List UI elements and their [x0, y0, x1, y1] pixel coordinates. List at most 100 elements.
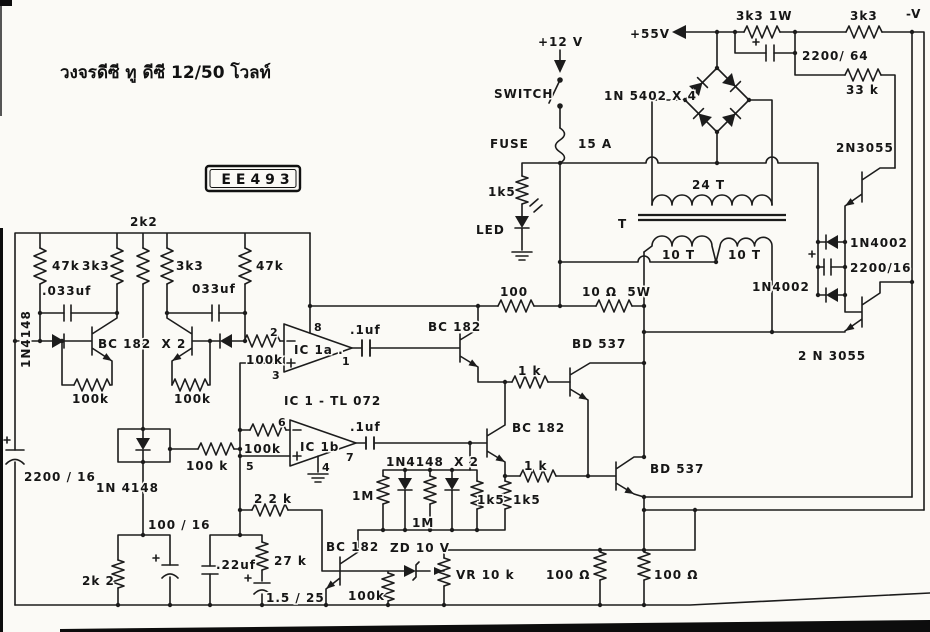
label-r-100ohm-a: 100 Ω	[546, 568, 590, 582]
scan-corner-mark	[0, 0, 12, 6]
label-d-1n4148-x2: 1N4148 X 2	[386, 455, 479, 469]
label-r-1k5-b: 1k5	[513, 493, 541, 507]
page-title: วงจรดีซี ทู ดีซี 12/50 โวลท์	[60, 62, 271, 84]
label-c-1-5-25: 1.5 / 25	[266, 591, 325, 605]
capacitor-22uf-icon	[201, 565, 219, 575]
label-c-1uf-b: .1uf	[350, 420, 381, 434]
label-led: LED	[476, 223, 505, 237]
label-r-10-5w: 10 Ω 5W	[582, 285, 651, 299]
label-r-100k-dn: 100 k	[186, 459, 228, 473]
label-r-47k-l: 47k	[52, 259, 80, 273]
capacitor-2200-16-left-icon	[3, 436, 25, 465]
transformer-core	[638, 213, 786, 222]
badge-box: EE493	[204, 164, 302, 193]
label-pin2: 2	[270, 326, 278, 339]
label-ic1-name: IC 1 - TL 072	[284, 394, 381, 408]
label-neg-v: -V	[906, 7, 921, 21]
label-t10a: 10 T	[662, 248, 695, 262]
label-d-1n4148-l: 1N4148	[19, 310, 33, 368]
bd537-b-emitter-arrow	[624, 486, 636, 498]
capacitor-1uf-b-icon	[365, 436, 375, 450]
resistor-3k3-top	[845, 25, 883, 39]
resistor-10ohm-5w	[595, 299, 633, 313]
scan-bottom-bar	[60, 620, 930, 632]
label-r-100k-l: 100k	[72, 392, 109, 406]
wires-supply-rail	[521, 49, 819, 307]
diode-1n4148-x2-a-icon	[397, 477, 413, 491]
label-r-47k-r: 47k	[256, 259, 284, 273]
label-pin7: 7	[346, 451, 354, 464]
label-c-033-r: 033uf	[192, 282, 236, 296]
scan-left-edge-top	[0, 6, 2, 116]
diode-1n4148-x2-b-icon	[444, 477, 460, 491]
resistor-3k3-left	[110, 247, 124, 285]
plus12v-arrow-icon	[554, 60, 566, 73]
fuse-icon	[554, 127, 566, 164]
label-r-led: 1k5	[488, 185, 516, 199]
label-vr10k: VR 10 k	[456, 568, 515, 582]
led-icon	[514, 215, 530, 229]
label-r-3k3-r: 3k3	[176, 259, 204, 273]
label-r-1k-a: 1 k	[518, 364, 542, 378]
label-bc182-pair: BC 182 X 2	[98, 337, 186, 351]
label-r-100k-in-b: 100k	[244, 442, 281, 456]
label-t10b: 10 T	[728, 248, 761, 262]
label-r-100k-bot: 100k	[348, 589, 385, 603]
label-r-1m-b: 1M	[412, 516, 434, 530]
label-pin1: 1	[342, 355, 350, 368]
resistor-27k	[255, 541, 269, 571]
label-r-33k: 33 k	[846, 83, 879, 97]
resistor-47k-right	[238, 247, 252, 285]
zener-zd10v-icon	[404, 561, 443, 581]
capacitor-1-5-25-icon	[244, 574, 271, 595]
label-pin3: 3	[272, 369, 280, 382]
label-ic1b: IC 1b	[300, 440, 339, 454]
label-r-100k-r: 100k	[174, 392, 211, 406]
label-c-033-l: .033uf	[42, 284, 91, 298]
capacitor-033-right-icon	[211, 304, 220, 322]
label-c-22uf: .22uf	[216, 558, 256, 572]
label-pin8: 8	[314, 321, 322, 334]
opamp-ic1a	[283, 323, 353, 373]
diode-1n4148-down-icon	[135, 437, 151, 451]
label-q-2n3055-top: 2N3055	[836, 141, 894, 155]
label-t: T	[618, 217, 627, 231]
diode-1n4148-right-icon	[219, 333, 233, 349]
resistor-33k	[844, 68, 882, 82]
resistor-100k-fb-right	[171, 378, 209, 392]
label-switch: SWITCH	[494, 87, 553, 101]
plus55v-arrow-icon	[672, 25, 686, 39]
label-r-3k3-l: 3k3	[82, 259, 110, 273]
label-bc182-m2: BC 182	[512, 421, 565, 435]
capacitor-2200-64-icon	[752, 38, 775, 62]
label-t24: 24 T	[692, 178, 725, 192]
label-d-1n4002-a: 1N4002	[850, 236, 908, 250]
capacitor-1uf-a-icon	[361, 339, 371, 357]
label-zd10v: ZD 10 V	[390, 541, 450, 555]
label-r-27k: 27 k	[274, 554, 307, 568]
ground-led-icon	[511, 251, 533, 261]
scan-left-edge	[0, 228, 3, 632]
label-pin5: 5	[246, 460, 254, 473]
label-d-1n4148-dn: 1N 4148	[96, 481, 159, 495]
label-bridge: 1N 5402 X 4	[604, 89, 697, 103]
resistor-2k2-top	[136, 247, 150, 285]
label-c-2200-16-r: 2200/16	[850, 261, 911, 275]
label-r-100ohm-b: 100 Ω	[654, 568, 698, 582]
resistor-1m-b	[423, 475, 437, 505]
label-q-2n3055-bot: 2 N 3055	[798, 349, 866, 363]
label-fuse-rating: 15 A	[578, 137, 612, 151]
opamp-ic1b	[289, 419, 357, 467]
resistor-1k5-led	[515, 175, 529, 205]
label-r-100: 100	[500, 285, 528, 299]
label-plus55v: +55V	[630, 27, 670, 41]
label-pin6: 6	[278, 416, 286, 429]
resistor-100ohm-b	[637, 551, 651, 581]
label-pin4: 4	[322, 461, 330, 474]
label-c-2200-16-l: 2200 / 16	[24, 470, 96, 484]
label-r-100k-in-a: 100k	[246, 353, 283, 367]
label-ic1a: IC 1a .	[294, 343, 344, 357]
label-bd537-b: BD 537	[650, 462, 704, 476]
label-bc182-bot: BC 182	[326, 540, 379, 554]
